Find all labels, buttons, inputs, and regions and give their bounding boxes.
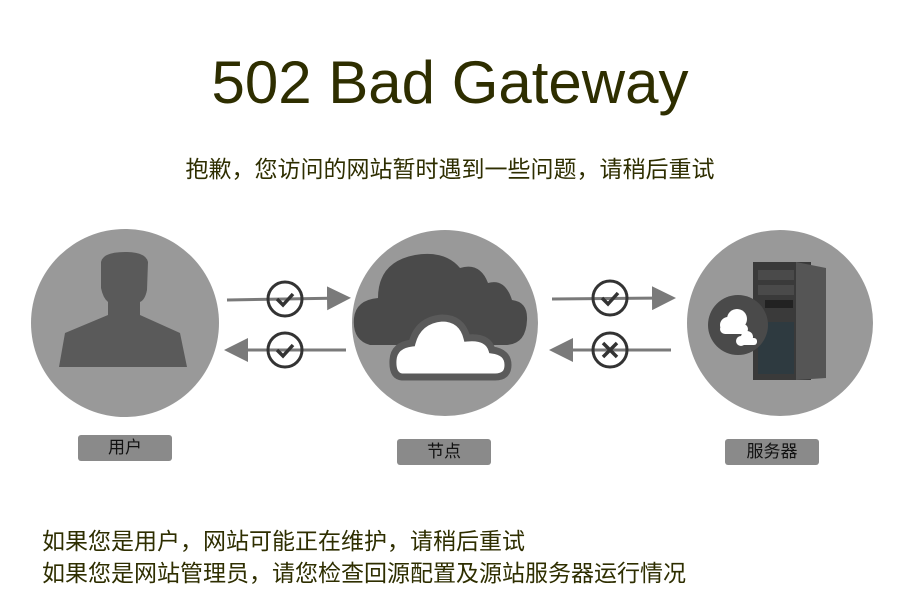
check-circle-icon [266, 331, 304, 369]
cloud-badge-icon [720, 309, 757, 346]
x-circle-icon [591, 331, 629, 369]
node-node [352, 230, 538, 416]
page-title: 502 Bad Gateway [211, 49, 689, 116]
admin-note: 如果您是网站管理员，请您检查回源配置及源站服务器运行情况 [42, 561, 686, 587]
link-server-to-node [549, 331, 671, 369]
link-node-to-user [224, 331, 346, 369]
link-node-to-server [551, 279, 676, 317]
cloud-icon [353, 253, 528, 381]
check-circle-icon [591, 279, 629, 317]
page-subtitle: 抱歉，您访问的网站暂时遇到一些问题，请稍后重试 [185, 157, 715, 183]
user-silhouette-icon [59, 252, 187, 367]
node-label: 节点 [397, 439, 491, 465]
user-label: 用户 [78, 435, 172, 461]
user-node [31, 229, 219, 417]
check-circle-icon [266, 280, 304, 318]
server-node [687, 230, 873, 416]
link-user-to-node [226, 280, 351, 318]
server-label: 服务器 [725, 439, 819, 465]
user-note: 如果您是用户，网站可能正在维护，请稍后重试 [42, 529, 525, 555]
